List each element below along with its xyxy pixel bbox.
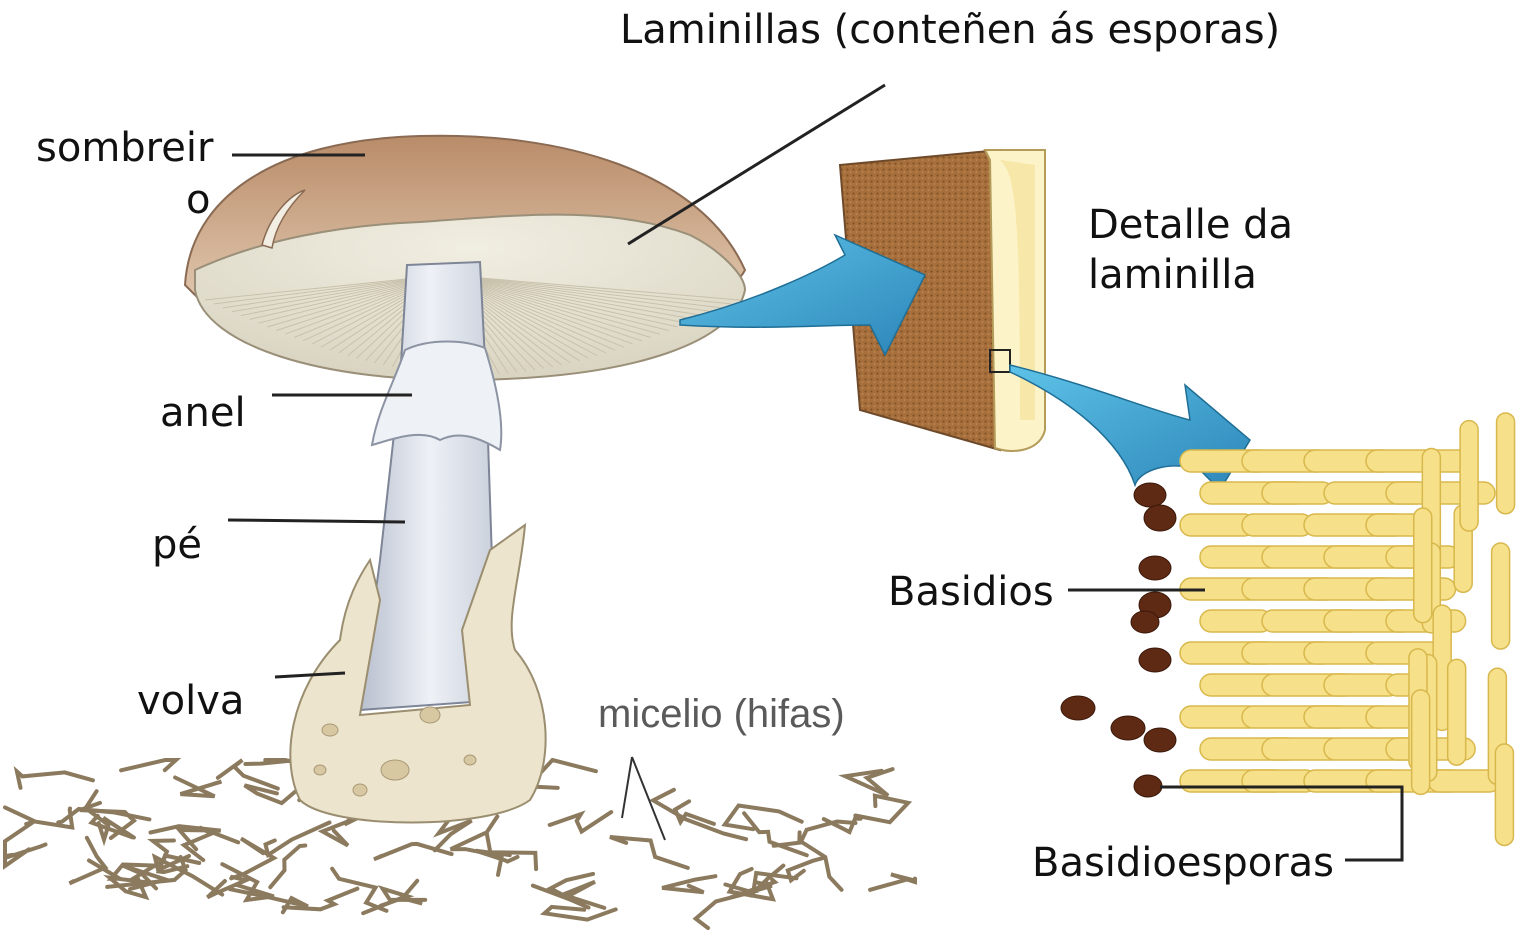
sombreiro-label: sombreir (36, 128, 213, 168)
volva-label: volva (137, 681, 244, 721)
detalle-label: Detalle da (1088, 205, 1293, 245)
anel-label: anel (160, 393, 246, 433)
basidios-label: Basidios (888, 572, 1054, 612)
detalle-label-cont: laminilla (1088, 255, 1257, 295)
basidia (1180, 413, 1515, 846)
laminillas-label: Laminillas (conteñen ás esporas) (620, 10, 1280, 50)
pe-label: pé (152, 525, 202, 565)
sombreiro-label-cont: o (186, 180, 210, 220)
basidioesporas-label: Basidioesporas (1032, 843, 1334, 883)
micelio-label: micelio (hifas) (598, 694, 845, 734)
basidiospores (1061, 483, 1176, 797)
